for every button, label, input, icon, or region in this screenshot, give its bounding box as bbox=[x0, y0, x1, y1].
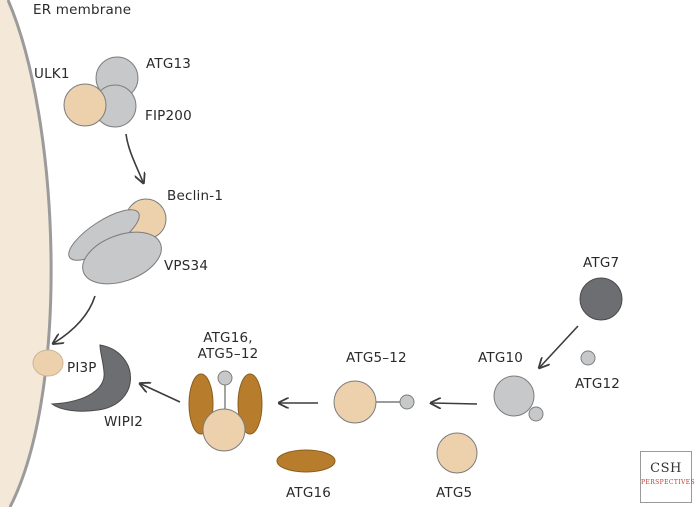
ulk1-label: ULK1 bbox=[34, 66, 70, 82]
arrow-ulk1-to-beclin bbox=[125, 133, 143, 182]
atg5-12-large-circle bbox=[333, 380, 377, 424]
fip200-label: FIP200 bbox=[145, 108, 192, 124]
atg10-bound-atg12 bbox=[528, 406, 544, 422]
atg12-small-complex bbox=[217, 370, 233, 386]
atg7-circle bbox=[579, 277, 623, 321]
atg5-12-label: ATG5–12 bbox=[346, 350, 407, 366]
atg16-label: ATG16 bbox=[286, 485, 332, 501]
arrow-atg10-to-atg5-12 bbox=[432, 403, 478, 404]
wipi2-label: WIPI2 bbox=[104, 414, 144, 430]
csh-perspectives-logo: CSH PERSPECTIVES bbox=[640, 451, 695, 503]
atg7-label: ATG7 bbox=[583, 255, 620, 271]
pi3p-label: PI3P bbox=[67, 360, 97, 376]
er-membrane-edge bbox=[6, 0, 53, 507]
wipi2-crescent bbox=[50, 344, 131, 412]
atg12-label: ATG12 bbox=[575, 376, 621, 392]
atg16-complex-label-line1: ATG16, bbox=[203, 330, 253, 346]
arrow-atg16-complex-to-wipi2 bbox=[141, 384, 181, 403]
atg5-12-small-circle bbox=[399, 394, 415, 410]
er-membrane-shape bbox=[0, 0, 52, 507]
atg16-right-ellipse bbox=[237, 373, 263, 435]
arrow-vps34-to-pi3p bbox=[54, 295, 96, 343]
atg10-label: ATG10 bbox=[478, 350, 524, 366]
atg5-complex-circle bbox=[202, 408, 246, 452]
er-membrane-label: ER membrane bbox=[33, 2, 132, 18]
arrow-atg7-to-atg10 bbox=[540, 325, 579, 367]
logo-text: CSH bbox=[650, 461, 682, 476]
vps34-label: VPS34 bbox=[164, 258, 209, 274]
atg16-complex-label-line2: ATG5–12 bbox=[197, 346, 259, 362]
atg5-label: ATG5 bbox=[436, 485, 473, 501]
atg13-label: ATG13 bbox=[146, 56, 192, 72]
ulk1-circle bbox=[63, 83, 107, 127]
atg12-free-circle bbox=[580, 350, 596, 366]
logo-subtext: PERSPECTIVES bbox=[641, 479, 695, 486]
vps34-ellipse-2 bbox=[82, 231, 162, 285]
atg10-circle bbox=[493, 375, 535, 417]
atg5-free-circle bbox=[436, 432, 478, 474]
pi3p-bubble bbox=[32, 349, 64, 377]
atg16-free-ellipse bbox=[276, 449, 336, 473]
beclin1-label: Beclin-1 bbox=[167, 188, 224, 204]
